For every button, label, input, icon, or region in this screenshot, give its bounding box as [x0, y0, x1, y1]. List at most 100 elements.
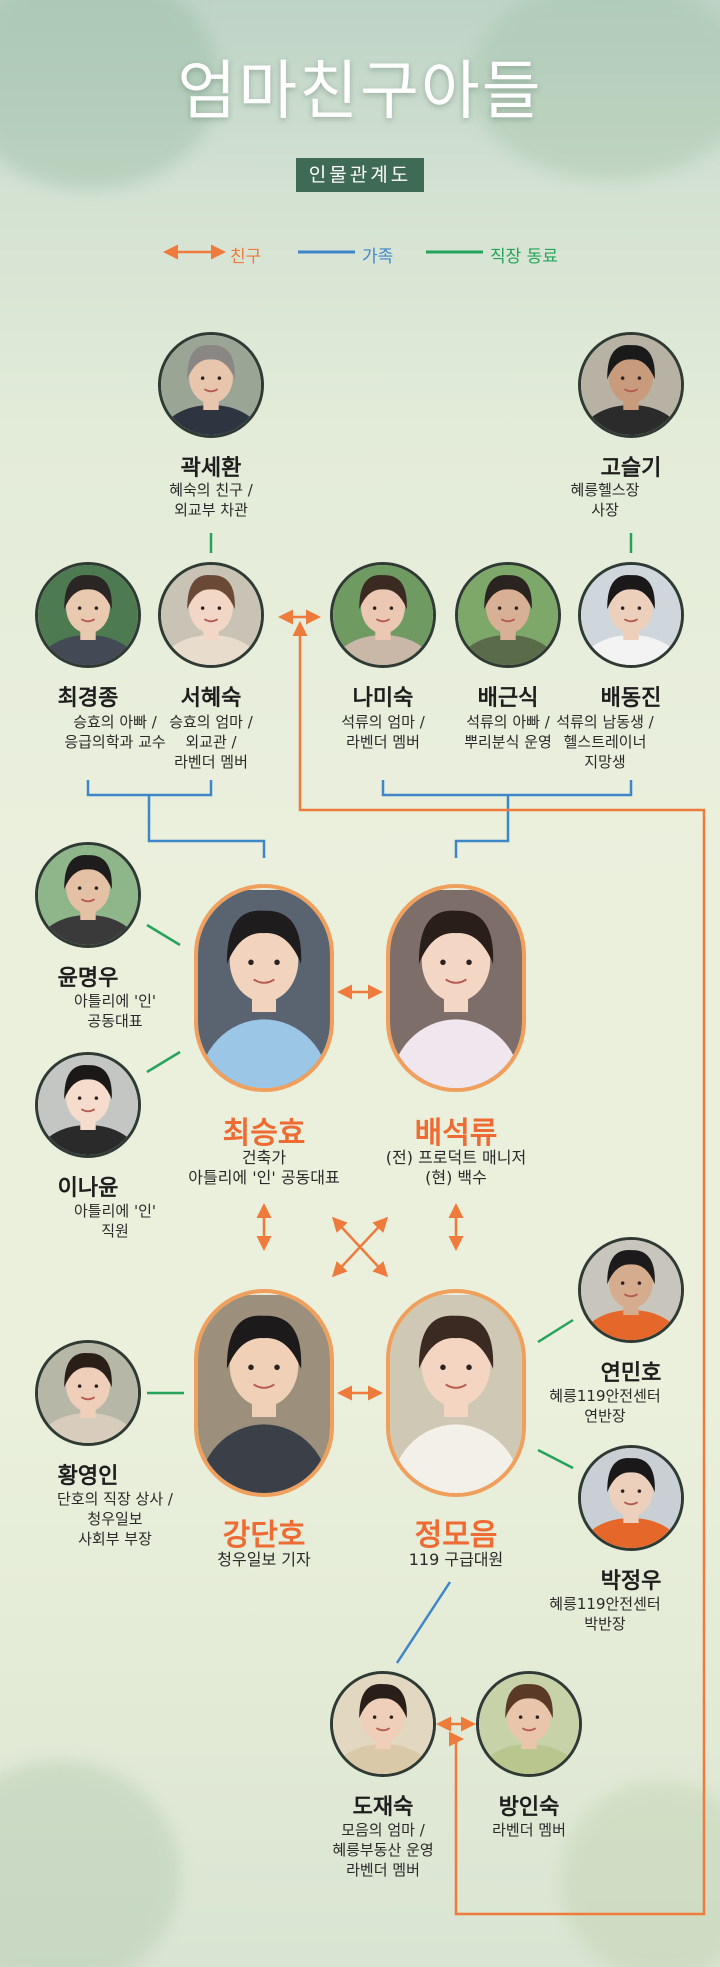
- coworker-line-yeon-moeum: [537, 1318, 574, 1344]
- main-portrait-jeong-moeum: [386, 1289, 526, 1497]
- portrait-shoulders: [390, 1019, 522, 1088]
- person-name: 연민호: [600, 1361, 662, 1386]
- family-line-bae-family: [381, 780, 633, 797]
- person-name: 배근식: [477, 686, 539, 711]
- person-description: 아틀리에 '인' 직원: [73, 1202, 156, 1240]
- person-description: 혜숙의 친구 / 외교부 차관: [169, 481, 253, 519]
- portrait-eye: [620, 606, 625, 610]
- person-name: 박정우: [600, 1569, 662, 1594]
- portrait-mouth: [253, 978, 275, 984]
- drama-title: 엄마친구아들: [177, 55, 543, 129]
- coworker-line-lee-seunghyo: [146, 1050, 181, 1074]
- portrait-eye: [200, 376, 205, 380]
- portrait-eye: [466, 959, 472, 966]
- portrait-hair: [64, 574, 112, 610]
- portrait-choi-gyeongjong: [35, 562, 141, 668]
- person-description: 혜릉119안전센터 연반장: [549, 1387, 661, 1425]
- portrait-face: [361, 1689, 405, 1743]
- person-name: 황영인: [57, 1464, 119, 1489]
- portrait-face: [229, 1324, 299, 1407]
- person-name: 이나윤: [57, 1176, 119, 1201]
- portrait-bae-dongjin: [578, 562, 684, 668]
- person-description: 혜릉헬스장 사장: [570, 481, 640, 519]
- portrait-shoulders: [161, 635, 261, 665]
- portrait-eye: [389, 1715, 394, 1719]
- portrait-shoulders: [581, 1310, 681, 1340]
- portrait-eye: [274, 959, 280, 966]
- portrait-face: [609, 580, 653, 634]
- portrait-park-jeongwoo: [578, 1445, 684, 1551]
- portrait-face: [421, 919, 491, 1002]
- friend-arrow-cross-2: [331, 1216, 389, 1278]
- portrait-image: [161, 335, 261, 435]
- person-description: 석류의 엄마 / 라벤더 멤버: [341, 713, 425, 751]
- portrait-mouth: [203, 618, 219, 623]
- portrait-image: [458, 565, 558, 665]
- portrait-image: [479, 1674, 579, 1774]
- portrait-hair: [64, 1352, 112, 1388]
- portrait-eye: [620, 1281, 625, 1285]
- person-description: 119 구급대원: [408, 1550, 504, 1569]
- person-name: 서혜숙: [180, 686, 242, 711]
- portrait-image: [38, 1343, 138, 1443]
- portrait-na-misuk: [330, 562, 436, 668]
- portrait-mouth: [623, 1501, 639, 1506]
- portrait-shoulders: [38, 915, 138, 945]
- portrait-mouth: [521, 1727, 537, 1732]
- portrait-go-seulgi: [578, 332, 684, 438]
- portrait-image: [161, 565, 261, 665]
- portrait-shoulders: [333, 1744, 433, 1774]
- main-person-name: 정모음: [414, 1518, 498, 1553]
- portrait-eye: [389, 606, 394, 610]
- portrait-hwang-yeongin: [35, 1340, 141, 1446]
- coworker-line-park-moeum: [537, 1448, 574, 1470]
- family-line-choi-parents: [86, 780, 213, 797]
- portrait-mouth: [80, 1396, 96, 1401]
- portrait-image: [581, 1240, 681, 1340]
- person-name: 배동진: [600, 686, 662, 711]
- portrait-face: [189, 350, 233, 404]
- portrait-shoulders: [198, 1019, 330, 1088]
- portrait-hair: [418, 910, 494, 964]
- portrait-mouth: [445, 978, 467, 984]
- legend-friend-label: 친구: [230, 247, 262, 267]
- portrait-mouth: [623, 1293, 639, 1298]
- portrait-hair: [607, 574, 655, 610]
- portrait-eye: [94, 886, 99, 890]
- portrait-eye: [77, 886, 82, 890]
- portrait-shoulders: [390, 1424, 522, 1493]
- foliage-blob: [470, 0, 720, 180]
- portrait-shoulders: [198, 1424, 330, 1493]
- person-description: 라벤더 멤버: [492, 1821, 566, 1839]
- portrait-eye: [518, 1715, 523, 1719]
- portrait-hair: [64, 1064, 112, 1100]
- portrait-image: [581, 565, 681, 665]
- portrait-image: [198, 1294, 330, 1493]
- person-name: 최경종: [57, 686, 119, 711]
- person-description: 승효의 아빠 / 응급의학과 교수: [64, 713, 166, 751]
- portrait-mouth: [623, 388, 639, 393]
- person-description: 단호의 직장 상사 / 청우일보 사회부 부장: [57, 1490, 173, 1548]
- portrait-hair: [359, 1683, 407, 1719]
- portrait-eye: [217, 376, 222, 380]
- portrait-image: [390, 1294, 522, 1493]
- portrait-image: [38, 845, 138, 945]
- portrait-shoulders: [458, 635, 558, 665]
- legend-coworker-label: 직장 동료: [490, 247, 558, 267]
- foliage-blob: [560, 1780, 720, 1967]
- portrait-shoulders: [38, 1413, 138, 1443]
- portrait-mouth: [80, 1108, 96, 1113]
- portrait-face: [486, 580, 530, 634]
- portrait-mouth: [623, 618, 639, 623]
- portrait-face: [609, 1463, 653, 1517]
- person-name: 방인숙: [498, 1795, 560, 1820]
- portrait-gwak-sehwan: [158, 332, 264, 438]
- portrait-shoulders: [333, 635, 433, 665]
- portrait-eye: [77, 1096, 82, 1100]
- portrait-eye: [94, 1384, 99, 1388]
- portrait-eye: [94, 606, 99, 610]
- portrait-image: [390, 889, 522, 1088]
- portrait-face: [229, 919, 299, 1002]
- portrait-face: [609, 350, 653, 404]
- portrait-yun-myeongwoo: [35, 842, 141, 948]
